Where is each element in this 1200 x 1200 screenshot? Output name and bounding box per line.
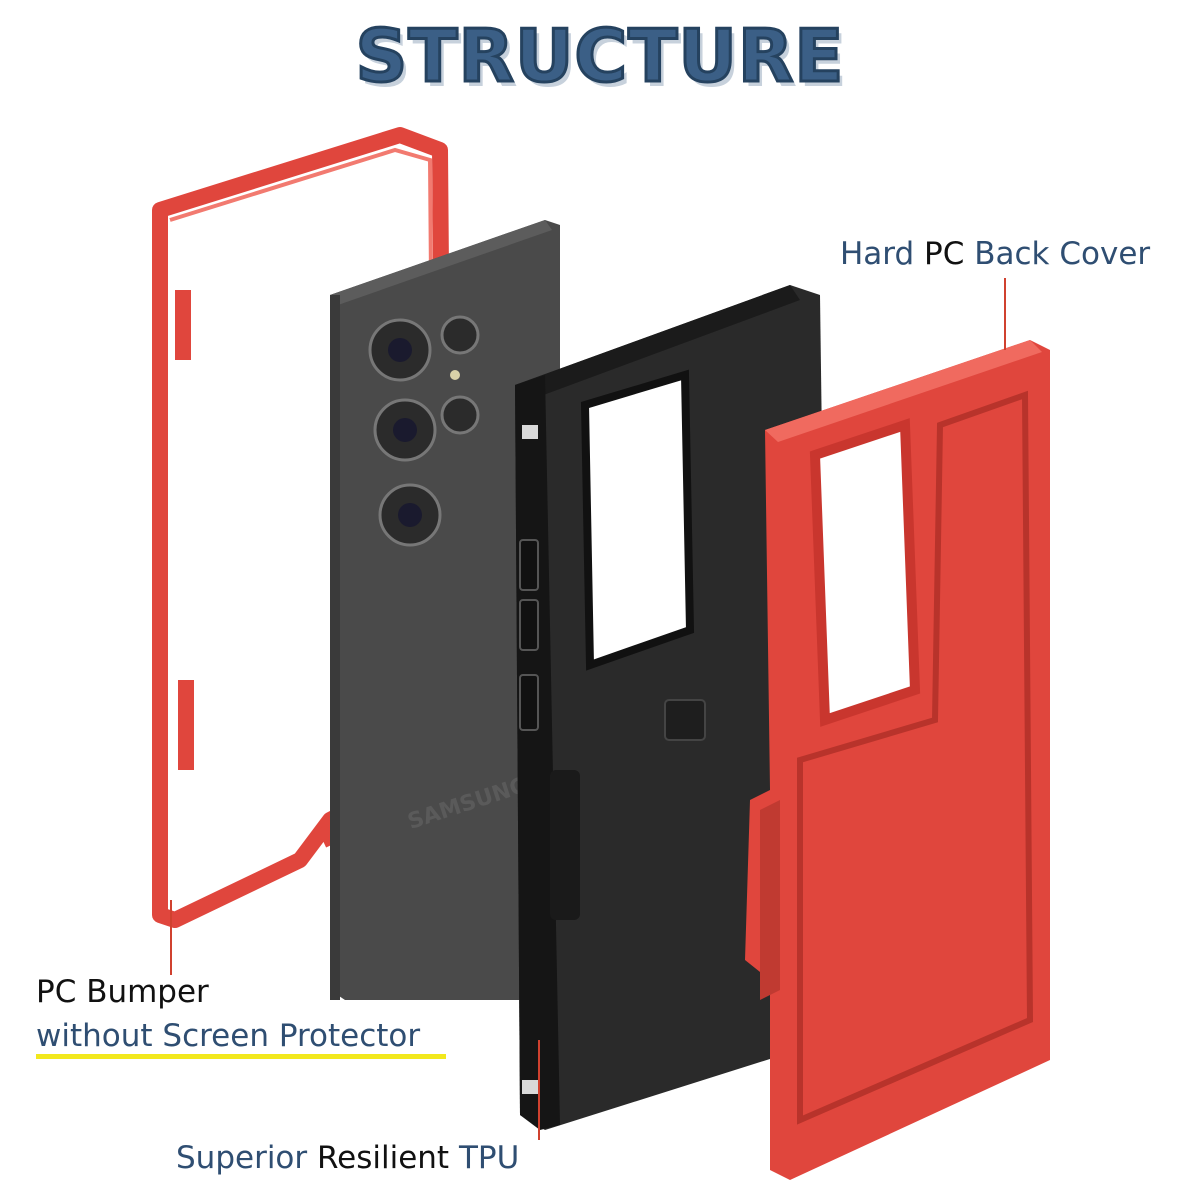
leader-line-tpu xyxy=(538,1040,540,1140)
label-bumper-pc: PC xyxy=(36,974,77,1010)
label-tpu-part1: Superior xyxy=(176,1140,317,1176)
label-hard-pc-back-cover: Hard PC Back Cover xyxy=(840,236,1150,272)
leader-line-bumper xyxy=(170,900,172,975)
label-back-cover-part3: Back Cover xyxy=(964,236,1151,272)
label-bumper-word: Bumper xyxy=(76,974,209,1010)
label-back-cover-part1: Hard xyxy=(840,236,925,272)
label-tpu-part2: Resilient xyxy=(317,1140,450,1176)
page-title: STRUCTURE xyxy=(354,13,845,100)
label-superior-resilient-tpu: Superior Resilient TPU xyxy=(176,1140,519,1176)
label-tpu-part3: TPU xyxy=(449,1140,520,1176)
pc-back-cover xyxy=(745,340,1050,1180)
leader-line-back-cover xyxy=(1004,278,1006,350)
phone: SAMSUNG xyxy=(330,220,560,1000)
label-pc-bumper: PC Bumper xyxy=(36,974,209,1010)
label-back-cover-part2: PC xyxy=(924,236,965,272)
highlight-underline xyxy=(36,1054,446,1059)
label-without-screen-protector: without Screen Protector xyxy=(36,1018,421,1054)
